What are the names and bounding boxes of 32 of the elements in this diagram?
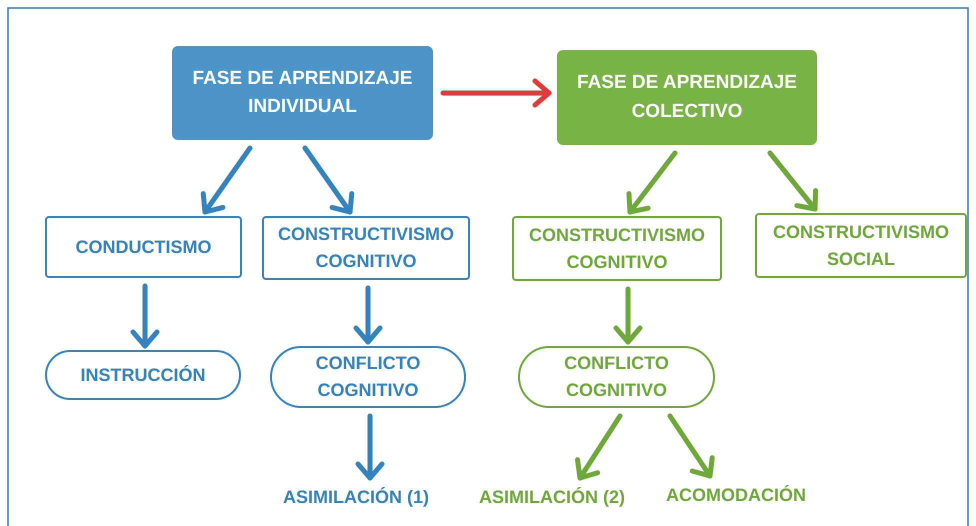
arrow bbox=[575, 414, 622, 480]
arrow bbox=[768, 150, 818, 212]
process-pill bbox=[45, 350, 241, 400]
arrow bbox=[440, 78, 552, 108]
concept-box bbox=[512, 216, 722, 281]
arrow bbox=[200, 146, 252, 214]
arrow bbox=[668, 414, 715, 478]
concept-box bbox=[755, 213, 967, 278]
phase-box bbox=[557, 50, 817, 145]
arrow bbox=[302, 146, 354, 214]
process-pill bbox=[270, 346, 466, 408]
node-text: INSTRUCCIÓN bbox=[80, 364, 206, 386]
node-text: CONFLICTO COGNITIVO bbox=[563, 352, 670, 402]
node-text: CONFLICTO COGNITIVO bbox=[314, 352, 422, 402]
node-text: CONDUCTISMO bbox=[76, 236, 212, 258]
outcome-label: ACOMODACIÓN bbox=[656, 480, 816, 510]
node-text: CONSTRUCTIVISMO COGNITIVO bbox=[276, 223, 455, 273]
node-text: CONSTRUCTIVISMO COGNITIVO bbox=[528, 224, 706, 274]
node-text: FASE DE APRENDIZAJE INDIVIDUAL bbox=[192, 66, 414, 119]
outcome-label: ASIMILACIÓN (1) bbox=[268, 482, 444, 512]
outcome-label: ASIMILACIÓN (2) bbox=[466, 482, 638, 512]
arrow bbox=[356, 414, 384, 480]
arrow bbox=[354, 286, 382, 344]
node-text: CONSTRUCTIVISMO SOCIAL bbox=[772, 220, 950, 270]
phase-box bbox=[172, 46, 433, 140]
process-pill bbox=[518, 346, 715, 408]
node-text: FASE DE APRENDIZAJE COLECTIVO bbox=[576, 71, 798, 124]
concept-box bbox=[262, 216, 470, 280]
arrow bbox=[614, 286, 642, 344]
arrow bbox=[130, 284, 160, 348]
arrow bbox=[626, 150, 678, 214]
concept-box bbox=[45, 216, 242, 278]
